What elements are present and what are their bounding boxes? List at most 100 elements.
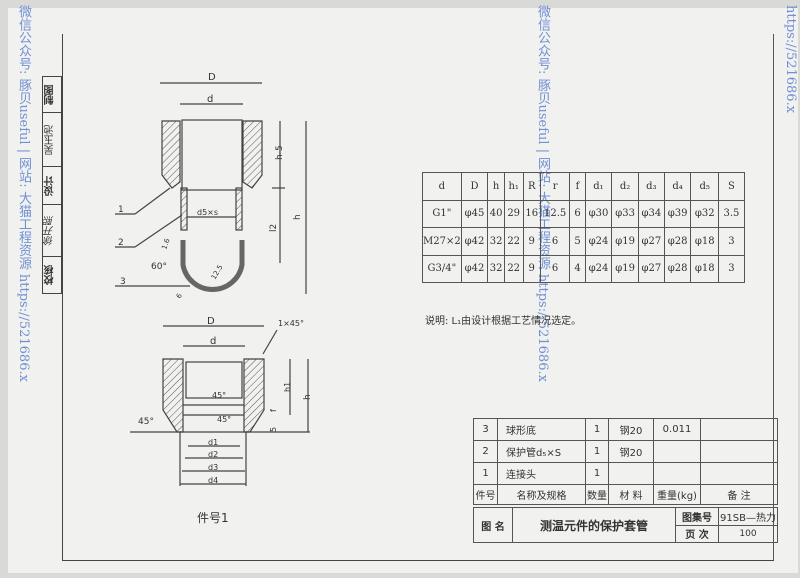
param-cell: 22 xyxy=(503,254,524,283)
param-cell: 9 xyxy=(522,227,541,256)
bom-cell: 3 xyxy=(473,418,498,441)
label-l2: l2 xyxy=(269,224,279,232)
param-cell: φ42 xyxy=(460,254,489,283)
part1-drawing xyxy=(130,325,310,486)
param-cell: φ19 xyxy=(611,227,639,256)
param-cell: φ27 xyxy=(637,227,665,256)
param-header: r xyxy=(539,172,571,201)
param-cell: 4 xyxy=(569,254,586,283)
page-label: 页 次 xyxy=(675,524,719,543)
param-header: d₁ xyxy=(584,172,613,201)
p1-label-45b: 45° xyxy=(217,415,231,424)
callout-2: 2 xyxy=(118,238,124,248)
watermark-left: 微信公众号: 豚贝useful | 网站: 大猫工程资源 https://521… xyxy=(16,5,31,382)
part1-caption: 件号1 xyxy=(197,511,229,525)
param-cell: φ18 xyxy=(690,227,719,256)
param-cell: φ19 xyxy=(611,254,639,283)
param-cell: 32 xyxy=(487,227,505,256)
param-cell: 3.5 xyxy=(717,199,746,228)
param-cell: 16 xyxy=(522,199,541,228)
hdr-qty: 数量 xyxy=(585,484,609,505)
p1-label-5: 5 xyxy=(269,427,278,432)
bom-cell: 保护管d₅×S xyxy=(497,440,586,463)
bom-cell xyxy=(653,462,701,485)
hdr-material: 材 料 xyxy=(608,484,654,505)
param-cell: 6 xyxy=(539,227,571,256)
param-cell: 32 xyxy=(487,254,505,283)
param-header: h xyxy=(487,172,505,201)
p1-label-45c: 45° xyxy=(138,417,154,427)
assembly-drawing xyxy=(115,82,307,294)
p1-label-d4: d4 xyxy=(208,476,218,485)
title-block: 图 名 测温元件的保护套管 图集号 91SB—热力 页 次 100 xyxy=(473,507,778,543)
param-cell: G1" xyxy=(422,199,462,228)
param-cell: 3 xyxy=(717,254,746,283)
callout-3: 3 xyxy=(120,277,126,287)
bom-cell: 0.011 xyxy=(653,418,701,441)
bom-cell: 钢20 xyxy=(608,418,654,441)
param-cell: φ18 xyxy=(690,254,719,283)
bom-cell xyxy=(700,418,778,441)
param-cell: φ34 xyxy=(637,199,665,228)
param-cell: 3 xyxy=(717,227,746,256)
param-cell: φ28 xyxy=(663,254,692,283)
param-cell: 5 xyxy=(569,227,586,256)
param-cell: φ32 xyxy=(690,199,719,228)
bom-cell: 1 xyxy=(473,462,498,485)
param-cell: 9 xyxy=(522,254,541,283)
watermark-right: https://521686.x xyxy=(783,5,798,114)
label-ds: d5×s xyxy=(197,208,218,217)
param-cell: φ39 xyxy=(663,199,692,228)
label-weld6: 6 xyxy=(175,292,184,300)
param-header: R xyxy=(522,172,541,201)
p1-label-d2: d2 xyxy=(208,450,218,459)
bom-cell xyxy=(700,462,778,485)
param-header: d₂ xyxy=(611,172,639,201)
bom-cell xyxy=(653,440,701,463)
hdr-name: 名称及规格 xyxy=(497,484,586,505)
p1-label-45a: 45° xyxy=(212,391,226,400)
title-label: 图 名 xyxy=(473,507,513,543)
atlas-number: 91SB—热力 xyxy=(718,507,778,526)
bom-cell: 1 xyxy=(585,418,609,441)
param-header: d₄ xyxy=(663,172,692,201)
param-cell: φ24 xyxy=(584,254,613,283)
p1-label-chamfer: 1×45° xyxy=(278,319,304,328)
param-cell: 12.5 xyxy=(539,199,571,228)
note-text: 说明: L₁由设计根据工艺情况选定。 xyxy=(425,316,582,327)
label-weld125: 12.5 xyxy=(210,263,225,281)
p1-label-h: h xyxy=(303,394,313,400)
param-header: D xyxy=(460,172,489,201)
param-header: d xyxy=(422,172,462,201)
atlas-label: 图集号 xyxy=(675,507,719,526)
param-header: h₁ xyxy=(503,172,524,201)
bom-cell xyxy=(700,440,778,463)
param-cell: 29 xyxy=(503,199,524,228)
hdr-item: 件号 xyxy=(473,484,498,505)
param-cell: 22 xyxy=(503,227,524,256)
param-header: f xyxy=(569,172,586,201)
label-d: d xyxy=(207,94,213,105)
param-cell: 6 xyxy=(539,254,571,283)
drawing-frame xyxy=(62,34,774,561)
param-header: S xyxy=(717,172,746,201)
param-cell: M27×2 xyxy=(422,227,462,256)
label-D: D xyxy=(208,72,216,83)
param-header: d₅ xyxy=(690,172,719,201)
p1-label-h1: h1 xyxy=(283,382,292,392)
param-header: d₃ xyxy=(637,172,665,201)
label-h: h xyxy=(293,214,303,220)
p1-label-d1: d1 xyxy=(208,438,218,447)
bom-cell: 钢20 xyxy=(608,440,654,463)
bom-cell: 1 xyxy=(585,462,609,485)
p1-label-D: D xyxy=(207,316,215,327)
label-60deg: 60° xyxy=(151,262,167,272)
